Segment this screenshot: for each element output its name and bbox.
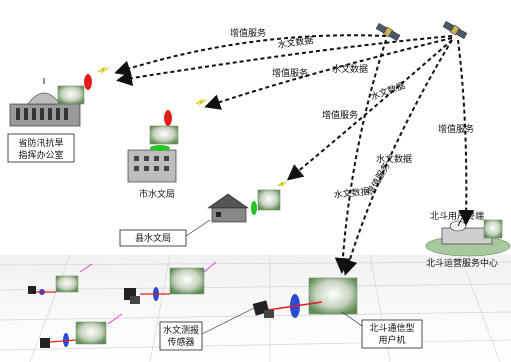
link-label-value-service-3: 增值服务	[322, 109, 358, 121]
sensor-station-3-icon	[40, 313, 123, 348]
link-label-hydro-data-2: 水文数据	[332, 63, 368, 75]
beidou-terminal-label: 北斗用户终端	[430, 210, 484, 222]
link-labels: 增值服务 水文数据 增值服务 水文数据 水文数据 增值服务 增值服务 水文数据 …	[230, 27, 474, 201]
link-province-lower	[116, 35, 453, 87]
user-device-label-line2: 用户机	[378, 334, 405, 346]
link-label-value-service-2: 增值服务	[272, 67, 308, 79]
provincial-office-label-line2: 指挥办公室	[18, 149, 63, 161]
sensor-station-1-icon	[28, 263, 93, 295]
link-label-hydro-data-4: 水文数据	[376, 153, 412, 165]
sensor-label-line1: 水文测报	[163, 324, 199, 336]
link-city	[204, 37, 453, 110]
link-terminal	[457, 39, 475, 226]
sensor-label: 水文测报 传感器	[159, 307, 255, 351]
beidou-operation-center-icon	[425, 217, 511, 257]
svg-text:市水文局: 市水文局	[139, 188, 175, 200]
link-province-upper	[114, 34, 387, 76]
provincial-office-label: 省防汛抗旱 指挥办公室	[7, 133, 75, 163]
link-label-hydro-data-5: 水文数据	[333, 185, 370, 201]
provincial-office-label-line1: 省防汛抗旱	[18, 137, 63, 149]
satellite-links	[114, 34, 475, 276]
city-bureau-building-icon	[127, 149, 177, 183]
satellite-1-icon	[375, 23, 401, 41]
satellite-2-icon	[442, 21, 468, 39]
city-bureau-label: 市水文局	[139, 188, 175, 200]
sensor-station-2-icon	[124, 261, 217, 304]
link-label-value-service-1: 增值服务	[230, 27, 266, 39]
link-county	[286, 39, 453, 181]
county-bureau-label: 县水文局	[119, 219, 211, 247]
link-label-hydro-data-1: 水文数据	[277, 34, 314, 51]
city-satellite-module-icon	[149, 110, 179, 151]
wireless-lightning-icons	[97, 66, 287, 187]
beidou-user-device-icon	[252, 277, 358, 318]
link-label-value-service-5: 增值服务	[364, 160, 392, 197]
user-device-label-line1: 北斗通信型	[369, 322, 414, 334]
link-user-device-a	[334, 39, 387, 274]
county-satellite-module-icon	[251, 189, 281, 215]
link-user-device-b	[341, 39, 453, 276]
link-label-hydro-data-3: 水文数据	[369, 79, 407, 103]
sensor-label-line2: 传感器	[167, 336, 194, 348]
operation-center-label: 北斗运营服务中心	[426, 257, 498, 269]
provincial-satellite-module-icon	[57, 74, 92, 105]
svg-text:县水文局: 县水文局	[135, 232, 171, 244]
user-device-label: 北斗通信型 用户机	[341, 311, 423, 349]
county-bureau-house-icon	[207, 193, 249, 223]
link-label-value-service-4: 增值服务	[438, 123, 474, 135]
